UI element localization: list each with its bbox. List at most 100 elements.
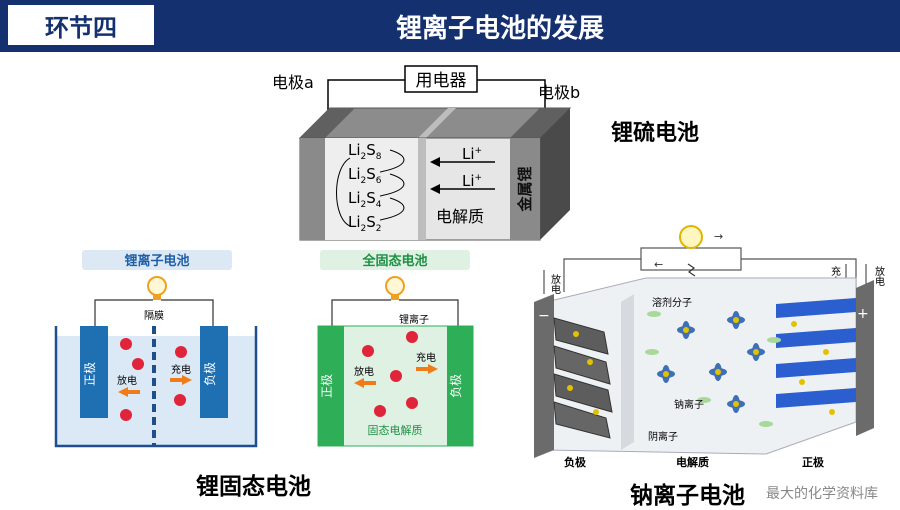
li-ion-ion <box>120 338 132 350</box>
graphite-layers <box>553 317 613 439</box>
sodium-plus-sign: + <box>857 306 869 322</box>
sodium-discharge-right-label: 放电 <box>873 265 885 286</box>
li-ion-ion <box>132 358 144 370</box>
solid-discharge-label: 放电 <box>354 365 374 378</box>
sodium-discharge-left-label: 放电 <box>549 273 561 294</box>
li-ion-arrow-1-head <box>430 184 440 194</box>
box-top-membrane <box>418 108 456 138</box>
li-ion-badge-bg <box>82 250 232 270</box>
li-ion-arrow-0-head <box>430 157 440 167</box>
spark-icon <box>687 263 696 277</box>
curve-arrow-left <box>336 157 351 227</box>
lithium-metal-front <box>510 138 540 240</box>
cathode-region <box>325 138 418 240</box>
li-ion-ion <box>174 394 186 406</box>
bulb-icon <box>147 276 167 296</box>
sodium-minus-sign: − <box>538 308 550 324</box>
device-label: 用电器 <box>416 71 467 91</box>
electrode-a-label: 电极a <box>272 73 314 92</box>
electrode-a-front <box>300 138 325 240</box>
electrode-b-label: 电极b <box>538 83 580 102</box>
li-ion-wire-left <box>94 299 153 328</box>
bulb-icon <box>385 276 405 296</box>
cathode-layers <box>776 298 856 415</box>
solid-electrolyte-label: 固态电解质 <box>368 423 423 437</box>
slide-title: 锂离子电池的发展 <box>395 13 604 44</box>
solid-positive-electrode <box>318 326 344 446</box>
solid-badge: 全固态电池 <box>361 253 427 269</box>
section-tag: 环节四 <box>6 3 156 47</box>
solid-state-title: 锂固态电池 <box>196 474 311 500</box>
li-ion-positive-label: 正极 <box>83 362 97 386</box>
solid-wire-left <box>331 299 391 326</box>
sodium-positive-label: 正极 <box>802 455 825 469</box>
solid-discharge-arrow <box>354 378 376 388</box>
li-ion-discharge-arrow <box>118 387 140 397</box>
sodium-ion-title: 钠离子电池 <box>630 483 745 509</box>
li-ion-positive-electrode <box>80 326 108 418</box>
solid-negative-electrode <box>447 326 473 446</box>
wire-right <box>477 79 546 116</box>
li-ion-label-0: Li+ <box>462 145 482 163</box>
li-ion-wire-right <box>161 299 214 328</box>
solid-charge-label: 充电 <box>416 351 436 364</box>
curve-arrow-2 <box>379 197 405 221</box>
lithium-metal-label: 金属锂 <box>516 166 534 212</box>
li-ion-discharge-label: 放电 <box>117 374 137 387</box>
polysulfide-1: Li2S6 <box>348 165 382 186</box>
sodium-negative-plate <box>534 294 554 458</box>
li-ion-battery-diagram: 锂离子电池 正极 负极 隔膜 放电 充电 <box>54 250 258 448</box>
polysulfide-3: Li2S2 <box>348 213 382 234</box>
li-ion-charge-arrow <box>170 375 192 385</box>
watermark-text: 最大的化学资料库 <box>766 486 878 502</box>
circuit-arrow-left: ← <box>654 258 663 271</box>
solid-ion <box>406 397 418 409</box>
membrane-front <box>418 138 426 240</box>
bulb-base <box>391 294 399 300</box>
solid-ion <box>406 331 418 343</box>
li-ion-ion <box>175 346 187 358</box>
li-ion-label-1: Li+ <box>462 172 482 190</box>
solvent-molecules <box>645 311 781 427</box>
device-box <box>404 65 478 93</box>
li-ion-ion <box>120 409 132 421</box>
solid-positive-label: 正极 <box>320 374 334 398</box>
solid-state-battery-diagram: 全固态电池 正极 负极 锂离子 放电 充电 固态电解质 <box>317 250 474 447</box>
curve-arrow-0 <box>379 149 405 173</box>
anion-label: 阴离子 <box>648 430 678 443</box>
solvent-label: 溶剂分子 <box>652 296 692 309</box>
sodium-positive-plate <box>856 280 874 436</box>
solid-wire-right <box>399 299 459 326</box>
li-s-battery-diagram: 用电器 电极a 电极b Li2S8 Li2S6 Li2S4 Li2S2 Li+ … <box>272 65 580 241</box>
li-s-title: 锂硫电池 <box>611 121 700 146</box>
sodium-negative-label: 负极 <box>564 455 587 469</box>
solid-ion <box>374 405 386 417</box>
box-top-left-electrode <box>300 108 355 138</box>
li-ion-negative-electrode <box>200 326 228 418</box>
polysulfide-0: Li2S8 <box>348 141 382 162</box>
box-top-right-electrode <box>510 108 570 138</box>
sodium-ion-label: 钠离子 <box>674 398 704 411</box>
solid-badge-bg <box>320 250 470 270</box>
li-ion-separator-label: 隔膜 <box>144 310 164 322</box>
li-ion-charge-label: 充电 <box>171 363 191 376</box>
solid-negative-label: 负极 <box>449 374 463 398</box>
sodium-separator <box>621 294 634 450</box>
circuit-arrow-right: → <box>714 230 723 243</box>
solid-charge-arrow <box>416 364 438 374</box>
solid-ion-label: 锂离子 <box>399 313 429 326</box>
box-right-face <box>540 108 570 240</box>
sodium-wire-left <box>563 258 641 292</box>
polysulfide-2: Li2S4 <box>348 189 382 210</box>
polysulfide-list: Li2S8 Li2S6 Li2S4 Li2S2 <box>348 141 382 234</box>
bulb-icon <box>679 225 703 249</box>
sodium-electrolyte-label: 电解质 <box>676 455 709 469</box>
solid-ion <box>390 370 402 382</box>
li-ion-negative-label: 负极 <box>203 362 217 386</box>
bulb-base <box>153 294 161 300</box>
sodium-ion-battery-diagram: → ← 放电 充电 放电 − + <box>534 225 885 469</box>
solid-ion <box>362 345 374 357</box>
electrolyte-label: 电解质 <box>436 207 484 226</box>
curve-arrow-1 <box>379 173 405 197</box>
li-ion-badge: 锂离子电池 <box>124 253 189 269</box>
